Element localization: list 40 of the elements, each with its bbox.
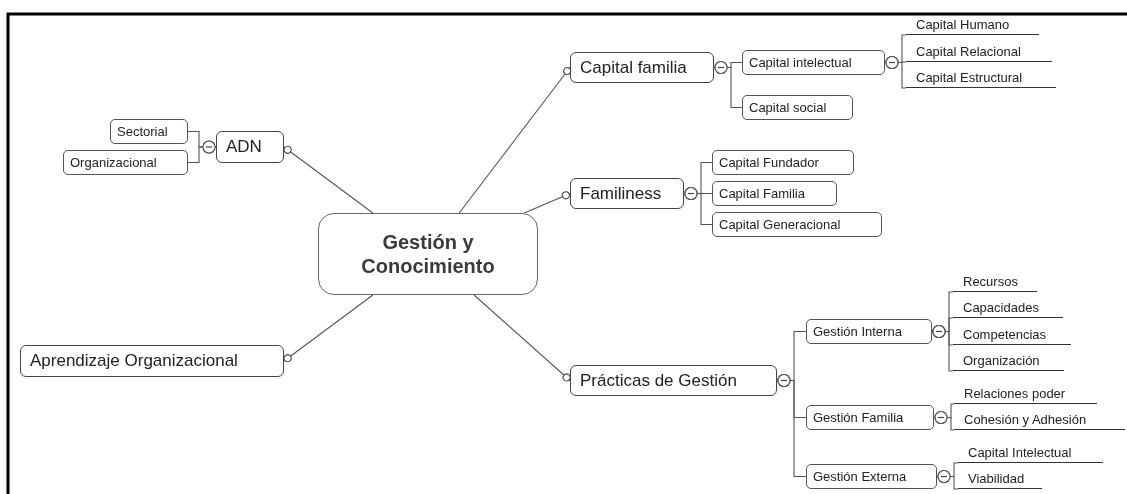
topic-box: Aprendizaje Organizacional — [20, 345, 284, 377]
underlined-topic: Capital Estructural — [906, 67, 1056, 88]
connector-line — [933, 410, 955, 431]
underlined-topic: Capacidades — [953, 298, 1063, 318]
underlined-topic: Recursos — [953, 272, 1037, 292]
subtopic-box: Organizacional — [63, 150, 188, 175]
connector-line — [936, 469, 959, 490]
topic-box: Capital familia — [570, 52, 714, 83]
underlined-topic: Relaciones poder — [954, 384, 1097, 404]
subtopic-box: Gestión Interna — [806, 319, 932, 344]
connector-line — [884, 55, 907, 89]
central-topic-box: Gestión y Conocimiento — [318, 213, 538, 295]
underlined-topic: Cohesión y Adhesión — [954, 410, 1125, 430]
connector-line — [283, 294, 374, 363]
subtopic-box: Sectorial — [110, 119, 188, 144]
subtopic-box: Capital Generacional — [712, 212, 882, 237]
underlined-topic: Capital Relacional — [906, 41, 1052, 62]
topic-box: Familiness — [570, 178, 684, 209]
connector-line — [283, 145, 374, 214]
connector-line — [187, 140, 217, 164]
subtopic-box: Capital social — [742, 95, 853, 120]
underlined-topic: Capital Intelectual — [958, 443, 1103, 463]
connector-line — [458, 66, 572, 214]
topic-box: ADN — [216, 131, 284, 163]
connector-line — [683, 186, 713, 226]
subtopic-box: Gestión Externa — [806, 464, 937, 489]
underlined-topic: Competencias — [953, 325, 1071, 345]
subtopic-box: Capital Familia — [712, 181, 837, 206]
subtopic-box: Capital intelectual — [742, 50, 885, 75]
subtopic-box: Gestión Familia — [806, 405, 934, 430]
connector-line — [473, 294, 571, 382]
connector-line — [713, 60, 743, 109]
connector-line — [931, 324, 954, 372]
subtopic-box: Capital Fundador — [712, 150, 854, 175]
topic-box: Prácticas de Gestión — [570, 365, 777, 396]
underlined-topic: Viabilidad — [958, 469, 1042, 489]
connector-line — [523, 191, 571, 214]
connector-line — [776, 373, 807, 478]
underlined-topic: Organización — [953, 351, 1064, 371]
underlined-topic: Capital Humano — [906, 14, 1039, 35]
